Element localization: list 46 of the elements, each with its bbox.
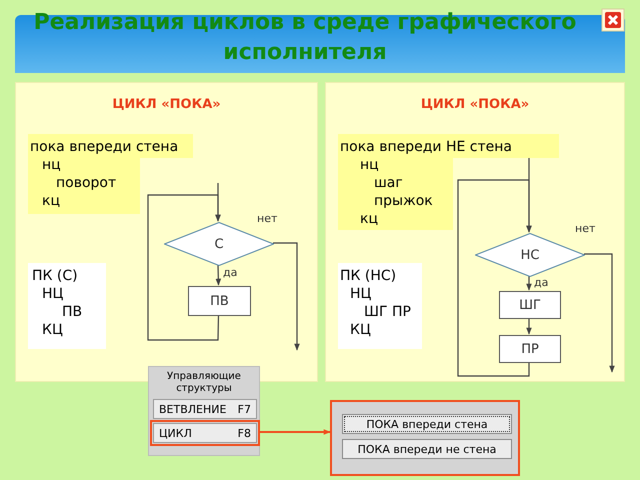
panel-heading: ЦИКЛ «ПОКА» bbox=[111, 97, 222, 112]
menu-panel bbox=[148, 366, 260, 456]
arrow bbox=[584, 253, 615, 373]
arrow bbox=[273, 242, 300, 351]
code-line: пока впереди стена bbox=[30, 138, 178, 156]
code-line: шаг bbox=[374, 174, 403, 192]
process-box: ПВ bbox=[188, 286, 251, 316]
code-line: КЦ bbox=[42, 321, 63, 339]
menu-button: ПОКА впереди стена bbox=[342, 414, 512, 434]
process-box: ШГ bbox=[499, 291, 561, 319]
arrow bbox=[526, 276, 532, 291]
arrow bbox=[258, 429, 331, 435]
decision-diamond: С bbox=[164, 222, 274, 266]
code-line: ПК (НС) bbox=[340, 267, 396, 285]
arrow bbox=[147, 194, 221, 341]
code-line: ПК (С) bbox=[32, 267, 78, 285]
code-line: ШГ ПР bbox=[364, 303, 411, 321]
menu-button: ВЕТВЛЕНИЕ F7 bbox=[153, 399, 257, 419]
code-line: кц bbox=[42, 192, 60, 210]
arrow bbox=[457, 179, 532, 377]
arrow bbox=[216, 264, 222, 286]
arrow bbox=[526, 318, 532, 335]
submenu-panel bbox=[330, 400, 520, 476]
code-line: НЦ bbox=[42, 285, 64, 303]
code-line: НЦ bbox=[350, 285, 372, 303]
code-box bbox=[338, 263, 422, 349]
title: Реализация циклов в среде графического исполнителя bbox=[32, 9, 578, 67]
panel bbox=[15, 82, 318, 382]
menu-button: ПОКА впереди не стена bbox=[342, 439, 512, 459]
code-line: поворот bbox=[56, 174, 116, 192]
code-box bbox=[338, 134, 559, 230]
code-line: нц bbox=[360, 156, 379, 174]
menu-button: ЦИКЛ F8 bbox=[153, 423, 257, 443]
code-line: ПВ bbox=[62, 303, 82, 321]
code-line: нц bbox=[42, 156, 61, 174]
decision-diamond: НС bbox=[475, 233, 585, 277]
process-box: ПР bbox=[499, 335, 561, 363]
panel-heading: ЦИКЛ «ПОКА» bbox=[420, 97, 530, 112]
code-box bbox=[28, 134, 193, 214]
code-line: КЦ bbox=[350, 321, 371, 339]
code-line: прыжок bbox=[374, 192, 433, 210]
code-line: пока впереди НЕ стена bbox=[340, 138, 512, 156]
panel bbox=[325, 82, 625, 382]
code-box bbox=[28, 263, 106, 349]
menu-heading: Управляющие структуры bbox=[166, 371, 242, 395]
code-line: кц bbox=[360, 210, 378, 228]
